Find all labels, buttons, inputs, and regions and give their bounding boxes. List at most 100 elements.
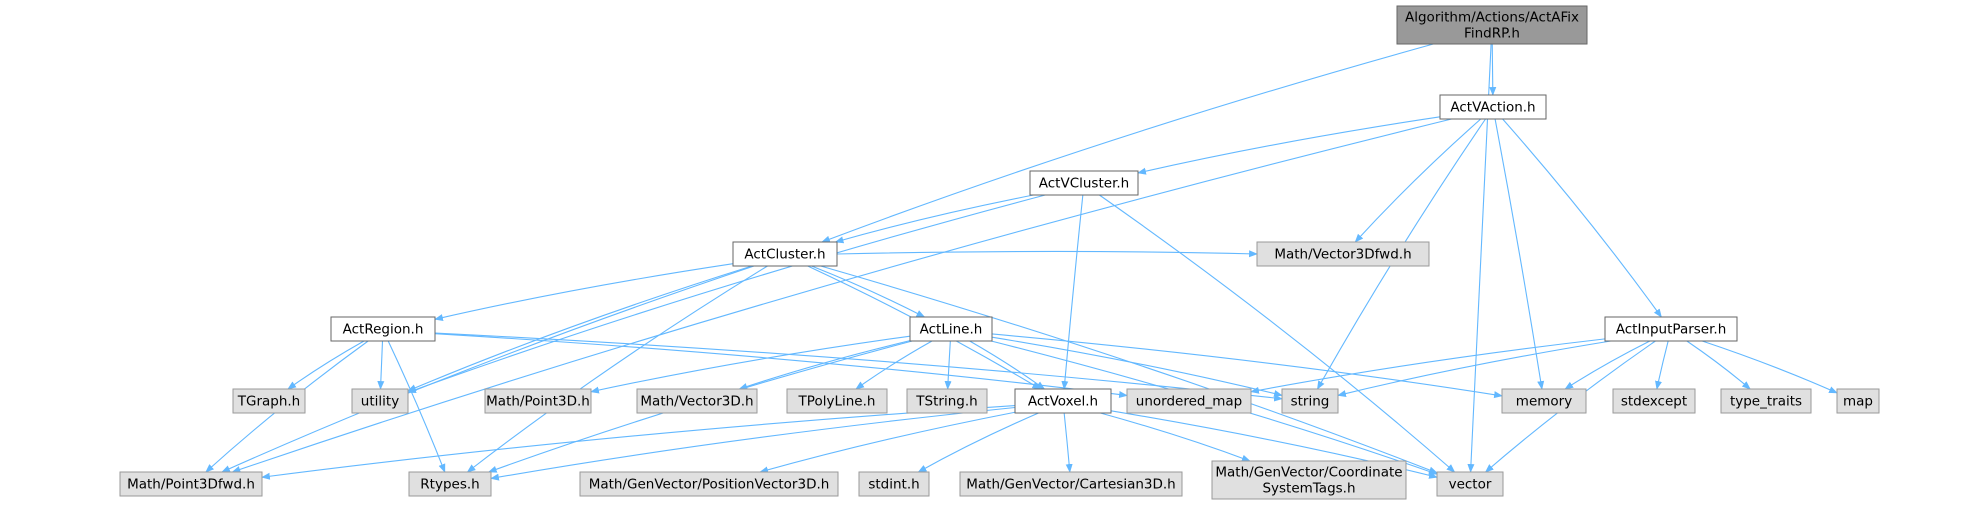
edge-ActVoxel-to-Point3Dfwd bbox=[261, 405, 1016, 480]
node-ActRegion[interactable]: ActRegion.h bbox=[330, 316, 436, 342]
edge-ActCluster-to-utility bbox=[407, 265, 753, 392]
node-label: TString.h bbox=[915, 394, 977, 410]
edge-ActCluster-to-Point3Dfwd bbox=[221, 265, 755, 473]
node-PositionVector3D: Math/GenVector/PositionVector3D.h bbox=[579, 471, 839, 497]
node-label: Math/GenVector/Cartesian3D.h bbox=[966, 477, 1176, 493]
node-ActCluster[interactable]: ActCluster.h bbox=[732, 241, 838, 267]
edge-ActVAction-to-Vector3Dfwd bbox=[1354, 118, 1482, 243]
edge-ActVCluster-to-vector bbox=[1099, 194, 1456, 473]
node-ActVAction[interactable]: ActVAction.h bbox=[1439, 94, 1547, 120]
node-label: Math/Vector3Dfwd.h bbox=[1274, 247, 1411, 263]
edge-ActVAction-to-Point3Dfwd bbox=[231, 118, 1452, 473]
edge-ActLine-to-TPolyLine bbox=[855, 340, 933, 390]
node-Cartesian3D: Math/GenVector/Cartesian3D.h bbox=[959, 471, 1183, 497]
node-label: Math/Point3D.h bbox=[486, 394, 590, 410]
node-label: ActCluster.h bbox=[744, 247, 825, 263]
node-label: Math/Vector3D.h bbox=[640, 394, 753, 410]
node-label: TPolyLine.h bbox=[798, 394, 876, 410]
node-label: Algorithm/Actions/ActAFix bbox=[1405, 10, 1579, 26]
edge-ActCluster-to-Rtypes bbox=[466, 265, 768, 473]
node-stdexcept: stdexcept bbox=[1612, 388, 1696, 414]
edge-ActVoxel-to-PositionVector3D bbox=[759, 411, 1016, 474]
edge-ActInputParser-to-map bbox=[1701, 340, 1838, 394]
edge-ActVoxel-to-stdint bbox=[917, 412, 1039, 473]
node-label: ActVAction.h bbox=[1450, 100, 1535, 116]
node-label: memory bbox=[1516, 394, 1572, 410]
node-label: stdint.h bbox=[868, 477, 919, 493]
edge-ActInputParser-to-string bbox=[1337, 340, 1611, 397]
edges-layer bbox=[205, 43, 1838, 481]
edge-ActLine-to-Point3D bbox=[590, 335, 911, 394]
node-vector: vector bbox=[1436, 471, 1504, 497]
node-label: Math/GenVector/PositionVector3D.h bbox=[589, 477, 830, 493]
node-ActVoxel[interactable]: ActVoxel.h bbox=[1014, 388, 1112, 414]
node-label: ActVoxel.h bbox=[1028, 394, 1098, 410]
node-label: vector bbox=[1449, 477, 1492, 493]
edge-ActLine-to-TString bbox=[944, 340, 952, 390]
edge-ActInputParser-to-unordered_map bbox=[1250, 338, 1606, 394]
node-string: string bbox=[1281, 388, 1339, 414]
node-stdint: stdint.h bbox=[858, 471, 930, 497]
edge-ActVAction-to-ActInputParser bbox=[1502, 118, 1662, 318]
node-label: ActInputParser.h bbox=[1616, 322, 1727, 338]
edge-ActCluster-to-ActLine bbox=[811, 265, 926, 318]
node-TGraph: TGraph.h bbox=[232, 388, 306, 414]
edge-ActVCluster-to-ActVoxel bbox=[1061, 194, 1084, 390]
node-memory: memory bbox=[1501, 388, 1587, 414]
node-unordered_map: unordered_map bbox=[1126, 388, 1252, 414]
edge-ActCluster-to-vector bbox=[820, 265, 1438, 474]
node-ActLine[interactable]: ActLine.h bbox=[909, 316, 993, 342]
edge-ActVAction-to-ActVCluster bbox=[1137, 116, 1441, 175]
node-label: utility bbox=[361, 394, 399, 410]
node-label: TGraph.h bbox=[237, 394, 301, 410]
edge-ActInputParser-to-stdexcept bbox=[1655, 340, 1669, 390]
edge-root-to-ActVAction bbox=[1489, 43, 1497, 96]
edge-ActCluster-to-ActRegion bbox=[434, 263, 734, 321]
node-label: Math/Point3Dfwd.h bbox=[127, 477, 255, 493]
node-type_traits: type_traits bbox=[1720, 388, 1812, 414]
edge-root-to-ActCluster bbox=[821, 43, 1434, 243]
edge-ActCluster-to-Vector3Dfwd bbox=[836, 250, 1258, 258]
edge-ActVCluster-to-ActCluster bbox=[834, 194, 1034, 244]
edge-ActLine-to-ActVoxel bbox=[969, 340, 1046, 390]
node-Point3D: Math/Point3D.h bbox=[484, 388, 592, 414]
node-ActVCluster[interactable]: ActVCluster.h bbox=[1029, 170, 1139, 196]
node-label: ActVCluster.h bbox=[1039, 176, 1129, 192]
edge-ActRegion-to-unordered_map bbox=[434, 333, 1128, 398]
node-utility: utility bbox=[351, 388, 409, 414]
edge-ActLine-to-string bbox=[991, 336, 1283, 397]
edge-ActInputParser-to-memory bbox=[1564, 340, 1651, 390]
edge-ActRegion-to-utility bbox=[377, 340, 385, 390]
node-label: FindRP.h bbox=[1464, 26, 1520, 42]
nodes-layer: Algorithm/Actions/ActAFixFindRP.hActVAct… bbox=[119, 5, 1880, 500]
node-TPolyLine: TPolyLine.h bbox=[786, 388, 888, 414]
node-Rtypes: Rtypes.h bbox=[408, 471, 492, 497]
edge-ActLine-to-Vector3D bbox=[738, 340, 911, 390]
edge-ActVoxel-to-CoordinateSystemTags bbox=[1100, 412, 1251, 462]
node-label: ActLine.h bbox=[920, 322, 983, 338]
node-ActInputParser[interactable]: ActInputParser.h bbox=[1604, 316, 1738, 342]
node-label: SystemTags.h bbox=[1262, 481, 1355, 497]
node-label: stdexcept bbox=[1621, 394, 1687, 410]
edge-ActVoxel-to-Rtypes bbox=[490, 406, 1016, 481]
edge-ActVAction-to-memory bbox=[1494, 118, 1545, 390]
node-Point3Dfwd: Math/Point3Dfwd.h bbox=[119, 471, 263, 497]
node-label: map bbox=[1843, 394, 1873, 410]
node-label: string bbox=[1291, 394, 1330, 410]
edge-ActVCluster-to-utility bbox=[407, 194, 1046, 393]
edge-ActRegion-to-Rtypes bbox=[387, 340, 446, 473]
edge-ActRegion-to-string bbox=[434, 332, 1283, 402]
node-label: unordered_map bbox=[1136, 394, 1242, 410]
node-Vector3Dfwd: Math/Vector3Dfwd.h bbox=[1256, 241, 1430, 267]
node-map: map bbox=[1836, 388, 1880, 414]
node-label: ActRegion.h bbox=[343, 322, 424, 338]
node-TString: TString.h bbox=[906, 388, 988, 414]
edge-ActVoxel-to-Cartesian3D bbox=[1063, 412, 1073, 473]
node-label: type_traits bbox=[1730, 394, 1802, 410]
edge-ActRegion-to-TGraph bbox=[287, 340, 365, 390]
node-label: Rtypes.h bbox=[420, 477, 479, 493]
node-label: Math/GenVector/Coordinate bbox=[1215, 465, 1402, 481]
